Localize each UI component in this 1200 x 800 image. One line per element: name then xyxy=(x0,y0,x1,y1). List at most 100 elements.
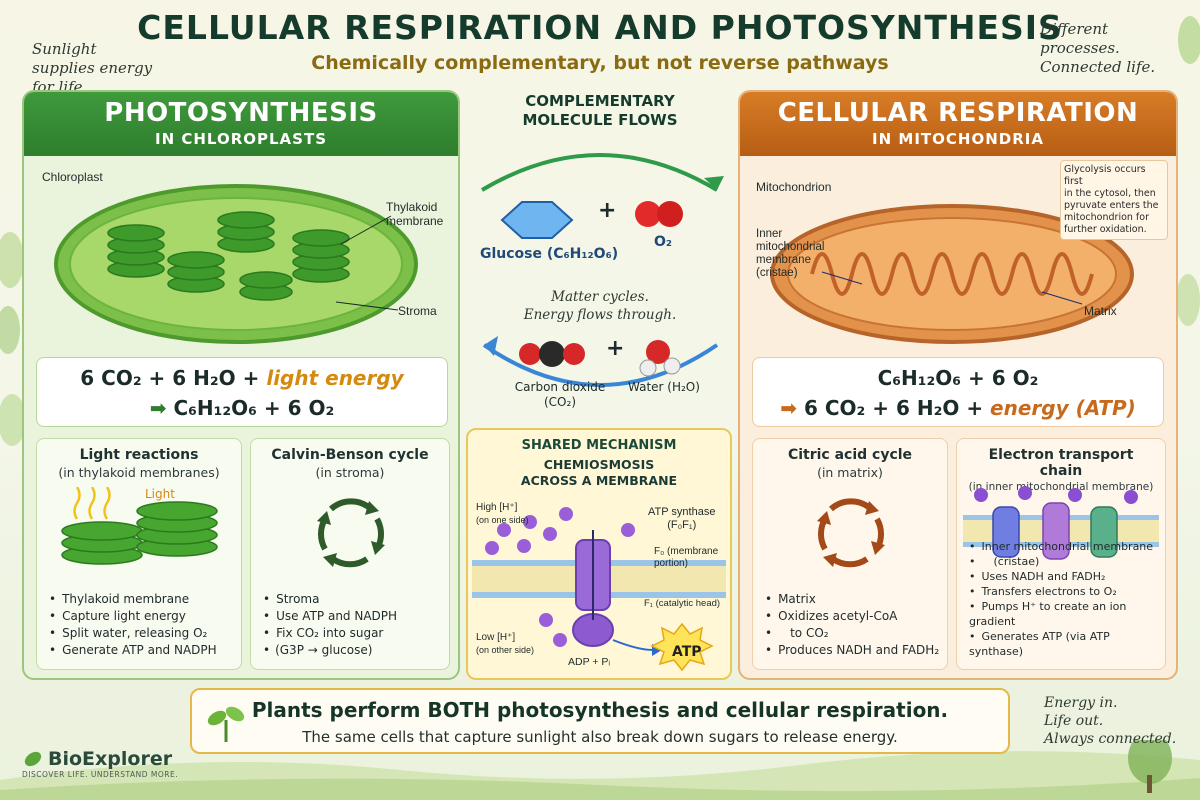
bottom-landscape-decoration xyxy=(0,740,1200,800)
citric-acid-cycle-box: Citric acid cycle (in matrix) Matrix Oxi… xyxy=(752,438,948,670)
list-item: Generate ATP and NADPH xyxy=(49,642,217,659)
orange-arrow-icon: ➡ xyxy=(780,396,797,420)
list-item: Matrix xyxy=(765,591,939,608)
calvin-cycle-list: Stroma Use ATP and NADPH Fix CO₂ into su… xyxy=(263,591,397,659)
list-item: Split water, releasing O₂ xyxy=(49,625,217,642)
f1-label: F₁ (catalytic head) xyxy=(644,598,721,609)
chloroplast-drawing xyxy=(54,184,418,344)
mitochondrion-drawing xyxy=(770,204,1134,344)
atp-burst-icon xyxy=(650,622,714,672)
list-item: Oxidizes acetyl-CoA xyxy=(765,608,939,625)
light-reactions-title: Light reactions xyxy=(79,447,199,463)
photosynthesis-panel: PHOTOSYNTHESIS IN CHLOROPLASTS Chloropla… xyxy=(22,90,460,680)
carbon-dioxide-icon xyxy=(519,343,541,365)
matter-cycles-note: Matter cycles. Energy flows through. xyxy=(523,289,677,323)
calvin-cycle-title: Calvin-Benson cycle xyxy=(271,447,429,463)
list-item: Inner mitochondrial membrane xyxy=(969,539,1165,554)
thylakoid-label: Thylakoid membrane xyxy=(386,200,444,228)
light-label: Light xyxy=(145,487,175,501)
right-foliage-decoration xyxy=(1176,16,1200,326)
plus-sign-top: + xyxy=(598,198,617,223)
shared-mechanism-title: SHARED MECHANISM xyxy=(521,438,677,453)
side-note-energy-in: Energy in. Life out. Always connected. xyxy=(1044,695,1177,747)
chemiosmosis-subtitle: CHEMIOSMOSIS ACROSS A MEMBRANE xyxy=(520,457,678,488)
left-foliage-decoration xyxy=(0,232,26,446)
glucose-label: Glucose (C₆H₁₂O₆) xyxy=(480,246,619,262)
banner-headline: Plants perform BOTH photosynthesis and c… xyxy=(251,698,949,722)
photosynthesis-subtitle: IN CHLOROPLASTS xyxy=(155,130,327,148)
adp-label: ADP + Pᵢ xyxy=(568,656,611,668)
atp-label: ATP xyxy=(672,644,702,660)
f0-label: F₀ (membrane portion) xyxy=(654,546,719,569)
photosynthesis-header: PHOTOSYNTHESIS IN CHLOROPLASTS xyxy=(24,92,458,156)
list-item: Use ATP and NADPH xyxy=(263,608,397,625)
photosynthesis-equation: 6 CO₂ + 6 H₂O + light energy ➡ C₆H₁₂O₆ +… xyxy=(36,357,448,427)
sprout-icon xyxy=(207,706,245,742)
brand-logo: BioExplorer DISCOVER LIFE. UNDERSTAND MO… xyxy=(22,748,178,779)
light-reactions-box: Light reactions (in thylakoid membranes)… xyxy=(36,438,242,670)
cycle-arrows-icon xyxy=(317,498,385,568)
energy-atp-term: energy (ATP) xyxy=(990,396,1136,420)
mitochondrion-illustration: Mitochondrion Inner mitochondrial membra… xyxy=(752,160,1168,350)
molecule-flow-diagram xyxy=(480,153,724,387)
list-item: Uses NADH and FADH₂ xyxy=(969,569,1165,584)
respiration-equation: C₆H₁₂O₆ + 6 O₂ ➡ 6 CO₂ + 6 H₂O + energy … xyxy=(752,357,1164,427)
water-molecule-icon xyxy=(646,340,670,364)
respiration-subtitle: IN MITOCHONDRIA xyxy=(872,130,1044,148)
chemiosmosis-box: SHARED MECHANISM CHEMIOSMOSIS ACROSS A M… xyxy=(466,428,732,680)
list-item: Produces NADH and FADH₂ xyxy=(765,642,939,659)
inner-membrane-label: Inner mitochondrial membrane (cristae) xyxy=(756,228,825,279)
glycolysis-note: Glycolysis occurs first in the cytosol, … xyxy=(1060,160,1168,240)
list-item: Capture light energy xyxy=(49,608,217,625)
green-arrow-icon: ➡ xyxy=(149,396,167,420)
list-item: to CO₂ xyxy=(765,625,939,642)
list-item: Transfers electrons to O₂ xyxy=(969,584,1165,599)
electron-transport-title: Electron transport chain xyxy=(988,447,1134,479)
flow-arrowhead-right xyxy=(704,176,724,190)
brand-name: BioExplorer xyxy=(48,748,173,770)
molecule-flows-title: COMPLEMENTARY MOLECULE FLOWS xyxy=(522,92,678,129)
o2-label: O₂ xyxy=(654,234,673,250)
water-label: Water (H₂O) xyxy=(628,380,700,394)
chloroplast-illustration: Chloroplast Thylakoid membrane Stroma xyxy=(36,164,448,350)
stroma-label: Stroma xyxy=(398,304,437,318)
page-subtitle: Chemically complementary, but not revers… xyxy=(311,52,889,74)
glucose-hexagon-icon xyxy=(500,201,574,239)
list-item: Stroma xyxy=(263,591,397,608)
oxygen-molecule-icon xyxy=(635,201,661,227)
list-item: Fix CO₂ into sugar xyxy=(263,625,397,642)
light-energy-term: light energy xyxy=(266,366,404,390)
cycle-arrows-icon xyxy=(817,498,885,568)
matrix-label: Matrix xyxy=(1084,304,1117,318)
chloroplast-label: Chloroplast xyxy=(42,170,103,184)
calvin-cycle-box: Calvin-Benson cycle (in stroma) Stroma U… xyxy=(250,438,450,670)
respiration-header: CELLULAR RESPIRATION IN MITOCHONDRIA xyxy=(740,92,1176,156)
list-item: (G3P → glucose) xyxy=(263,642,397,659)
mitochondrion-label: Mitochondrion xyxy=(756,180,832,194)
brand-leaf-icon xyxy=(24,751,42,767)
low-h-label: Low [H⁺] (on other side) xyxy=(476,632,535,655)
electron-transport-list: Inner mitochondrial membrane (cristae) U… xyxy=(969,539,1165,659)
bottom-banner: Plants perform BOTH photosynthesis and c… xyxy=(190,688,1010,754)
atp-synthase-label: ATP synthase (F₀F₁) xyxy=(648,506,716,531)
co2-label: Carbon dioxide (CO₂) xyxy=(514,380,606,409)
list-item: Thylakoid membrane xyxy=(49,591,217,608)
brand-tagline: DISCOVER LIFE. UNDERSTAND MORE. xyxy=(22,770,179,779)
atp-synthase-diagram xyxy=(472,507,726,672)
side-note-connected-life: Different processes. Connected life. xyxy=(1040,20,1156,76)
high-h-label: High [H⁺] (on one side) xyxy=(476,502,529,525)
respiration-title: CELLULAR RESPIRATION xyxy=(777,98,1139,128)
page-title: CELLULAR RESPIRATION AND PHOTOSYNTHESIS xyxy=(137,8,1063,47)
list-item: Pumps H⁺ to create an ion gradient xyxy=(969,599,1165,629)
thylakoid-stack-icon xyxy=(61,487,218,565)
respiration-panel: CELLULAR RESPIRATION IN MITOCHONDRIA Mit… xyxy=(738,90,1178,680)
citric-acid-cycle-title: Citric acid cycle xyxy=(787,447,913,463)
citric-acid-list: Matrix Oxidizes acetyl-CoA to CO₂ Produc… xyxy=(765,591,939,659)
list-item: (cristae) xyxy=(969,554,1165,569)
photosynthesis-title: PHOTOSYNTHESIS xyxy=(104,98,378,128)
banner-subline: The same cells that capture sunlight als… xyxy=(302,728,898,746)
light-reactions-list: Thylakoid membrane Capture light energy … xyxy=(49,591,217,659)
list-item: Generates ATP (via ATP synthase) xyxy=(969,629,1165,659)
plus-sign-bottom: + xyxy=(606,336,625,361)
flow-arrowhead-left xyxy=(484,336,498,356)
